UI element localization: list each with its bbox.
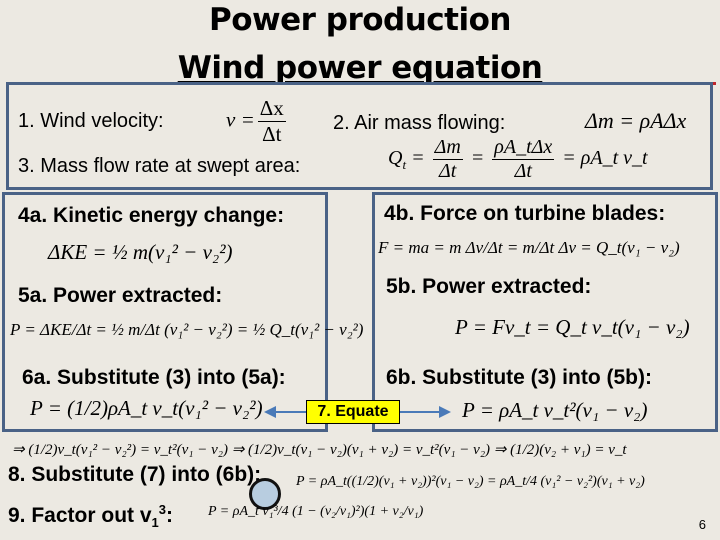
box-definitions (6, 82, 713, 190)
arrow-to-6b (399, 411, 439, 413)
step4b-label: 4b. Force on turbine blades: (384, 202, 666, 225)
arrow-to-6a (274, 411, 306, 413)
slide-title-line2: Wind power equation (177, 50, 543, 86)
step5a-equation: P = ΔKE/Δt = ½ m/Δt (v₁² − v₂²) = ½ Q_t(… (10, 320, 364, 339)
arrowhead-left-icon (264, 406, 276, 418)
step5a-label: 5a. Power extracted: (18, 284, 223, 307)
step6b-equation: P = ρA_t v_t²(v₁ − v₂) (462, 398, 648, 422)
step4a-label: 4a. Kinetic energy change: (18, 204, 285, 227)
step2-equation: Δm = ρAΔx (585, 108, 687, 133)
step4b-equation: F = ma = m Δv/Δt = m/Δt Δv = Q_t(v₁ − v₂… (378, 238, 680, 257)
step5b-label: 5b. Power extracted: (386, 275, 592, 298)
step9-equation: P = ρA_t v₁³/4 (1 − (v₂/v₁)²)(1 + v₂/v₁) (208, 504, 424, 519)
step6b-label: 6b. Substitute (3) into (5b): (386, 366, 652, 389)
step4a-equation: ΔKE = ½ m(v₁² − v₂²) (48, 240, 233, 264)
slide-title-line1: Power production (209, 2, 512, 38)
step1-label: 1. Wind velocity: (18, 110, 164, 132)
step6a-label: 6a. Substitute (3) into (5a): (22, 366, 286, 389)
box-force-approach (372, 192, 718, 432)
box-energy-approach (2, 192, 328, 432)
highlight-circle (249, 478, 281, 510)
page-number: 6 (698, 517, 706, 532)
step2-label: 2. Air mass flowing: (333, 112, 506, 134)
step9-label: 9. Factor out v13: (8, 502, 173, 531)
step5b-equation: P = Fv_t = Q_t v_t(v₁ − v₂) (455, 315, 690, 339)
derivation-equation: ⇒ (1/2)v_t(v₁² − v₂²) = v_t²(v₁ − v₂) ⇒ … (12, 442, 627, 458)
equate-callout: 7. Equate (306, 400, 400, 424)
step8-label: 8. Substitute (7) into (6b): (8, 463, 262, 486)
step8-equation: P = ρA_t((1/2)(v₁ + v₂))²(v₁ − v₂) = ρA_… (296, 474, 645, 489)
step3-label: 3. Mass flow rate at swept area: (18, 155, 301, 177)
step6a-equation: P = (1/2)ρA_t v_t(v₁² − v₂²) (30, 396, 263, 420)
arrowhead-right-icon (439, 406, 451, 418)
